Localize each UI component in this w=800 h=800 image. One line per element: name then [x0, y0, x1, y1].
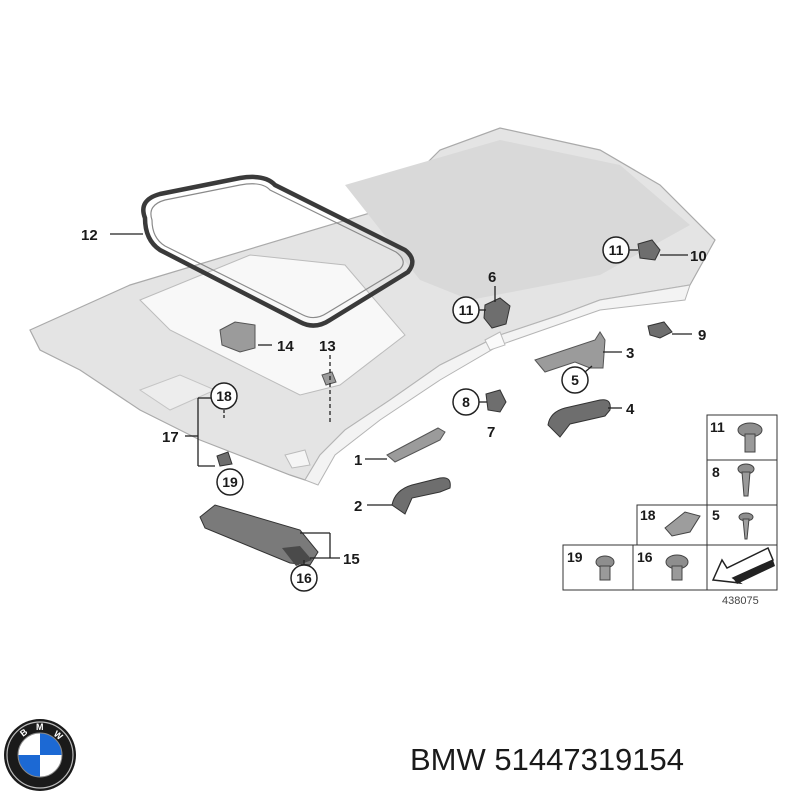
part-7-bracket [485, 389, 507, 413]
callout-18: 18 [216, 388, 232, 404]
brand-part-number: BMW 51447319154 [410, 742, 685, 777]
legend-label-5: 5 [712, 507, 720, 523]
callout-9: 9 [698, 327, 706, 344]
part-9-bracket [647, 321, 673, 339]
callout-2: 2 [354, 498, 362, 515]
legend-label-18: 18 [640, 507, 656, 523]
callout-6: 6 [488, 269, 496, 286]
legend-label-8: 8 [712, 464, 720, 480]
callout-10: 10 [690, 248, 707, 265]
diagram-id: 438075 [722, 595, 759, 607]
part-4-grab-handle [547, 399, 611, 438]
part-13-clip [321, 371, 337, 386]
svg-text:M: M [36, 722, 44, 732]
leader-lines [110, 233, 692, 559]
headliner-panel [29, 127, 716, 486]
part-6-bracket [483, 297, 511, 329]
legend-label-16: 16 [637, 549, 653, 565]
callout-19: 19 [222, 474, 238, 490]
sunroof-seal [141, 174, 415, 328]
part-14-bracket [219, 321, 256, 353]
hardware-legend: 11 8 18 5 19 16 [562, 414, 778, 591]
callout-12: 12 [81, 227, 98, 244]
callout-17: 17 [162, 429, 179, 446]
callout-1: 1 [354, 452, 362, 469]
part-3-grab-bracket [534, 331, 606, 373]
legend-label-11: 11 [710, 419, 725, 435]
callout-8: 8 [462, 394, 470, 410]
callout-7: 7 [487, 424, 495, 441]
svg-text:B: B [18, 726, 30, 738]
callout-15: 15 [343, 551, 360, 568]
legend-label-19: 19 [567, 549, 583, 565]
part-19-clip [216, 451, 233, 467]
callout-13: 13 [319, 338, 336, 355]
callout-16: 16 [296, 570, 312, 586]
bmw-logo: B M W [4, 719, 76, 791]
callout-11-upper: 11 [609, 242, 624, 258]
callout-11-lower: 11 [459, 302, 474, 318]
part-1-grab-handle [386, 427, 446, 463]
part-2-grab-handle [391, 477, 451, 515]
part-10-bracket [637, 239, 661, 261]
callout-5: 5 [571, 372, 579, 388]
callout-3: 3 [626, 345, 634, 362]
callout-4: 4 [626, 401, 635, 418]
callout-14: 14 [277, 338, 294, 355]
